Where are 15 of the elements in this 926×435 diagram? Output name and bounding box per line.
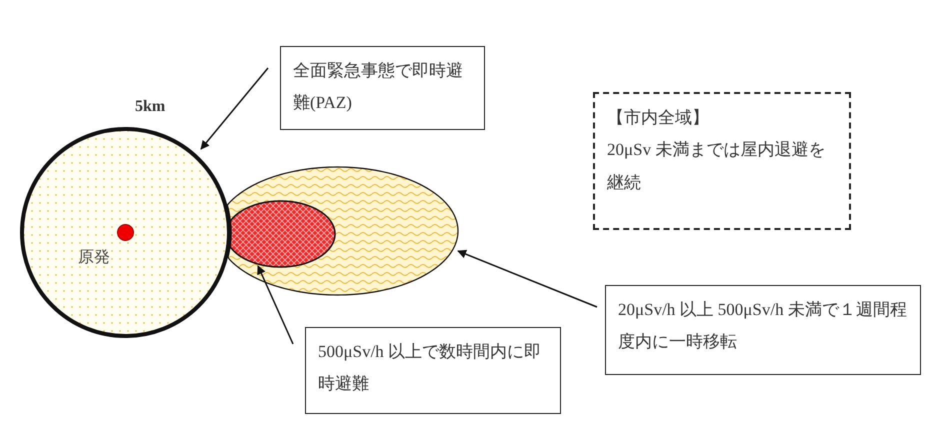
arrow bbox=[457, 250, 598, 308]
callout-text: 【市内全域】 bbox=[607, 107, 710, 129]
zone-circle bbox=[20, 127, 231, 338]
callout-text: 全面緊急事態で即時避難(PAZ) bbox=[293, 60, 464, 114]
arrow bbox=[257, 265, 294, 344]
site-label: 原発 bbox=[78, 248, 110, 268]
callout-box bbox=[605, 285, 921, 375]
radius-label: 5km bbox=[135, 98, 166, 116]
callout-box bbox=[280, 46, 485, 130]
callout-text: 500μSv/h 以上で数時間内に即時避難 bbox=[318, 341, 542, 396]
arrow bbox=[200, 68, 269, 150]
callout-text: 20μSv/h 以上 500μSv/h 未満で１週間程度内に一時移転 bbox=[618, 299, 908, 354]
callout-text: 20μSv 未満までは屋内退避を継続 bbox=[607, 139, 826, 194]
callout-box bbox=[305, 327, 561, 414]
dashed-note-box bbox=[593, 92, 851, 230]
